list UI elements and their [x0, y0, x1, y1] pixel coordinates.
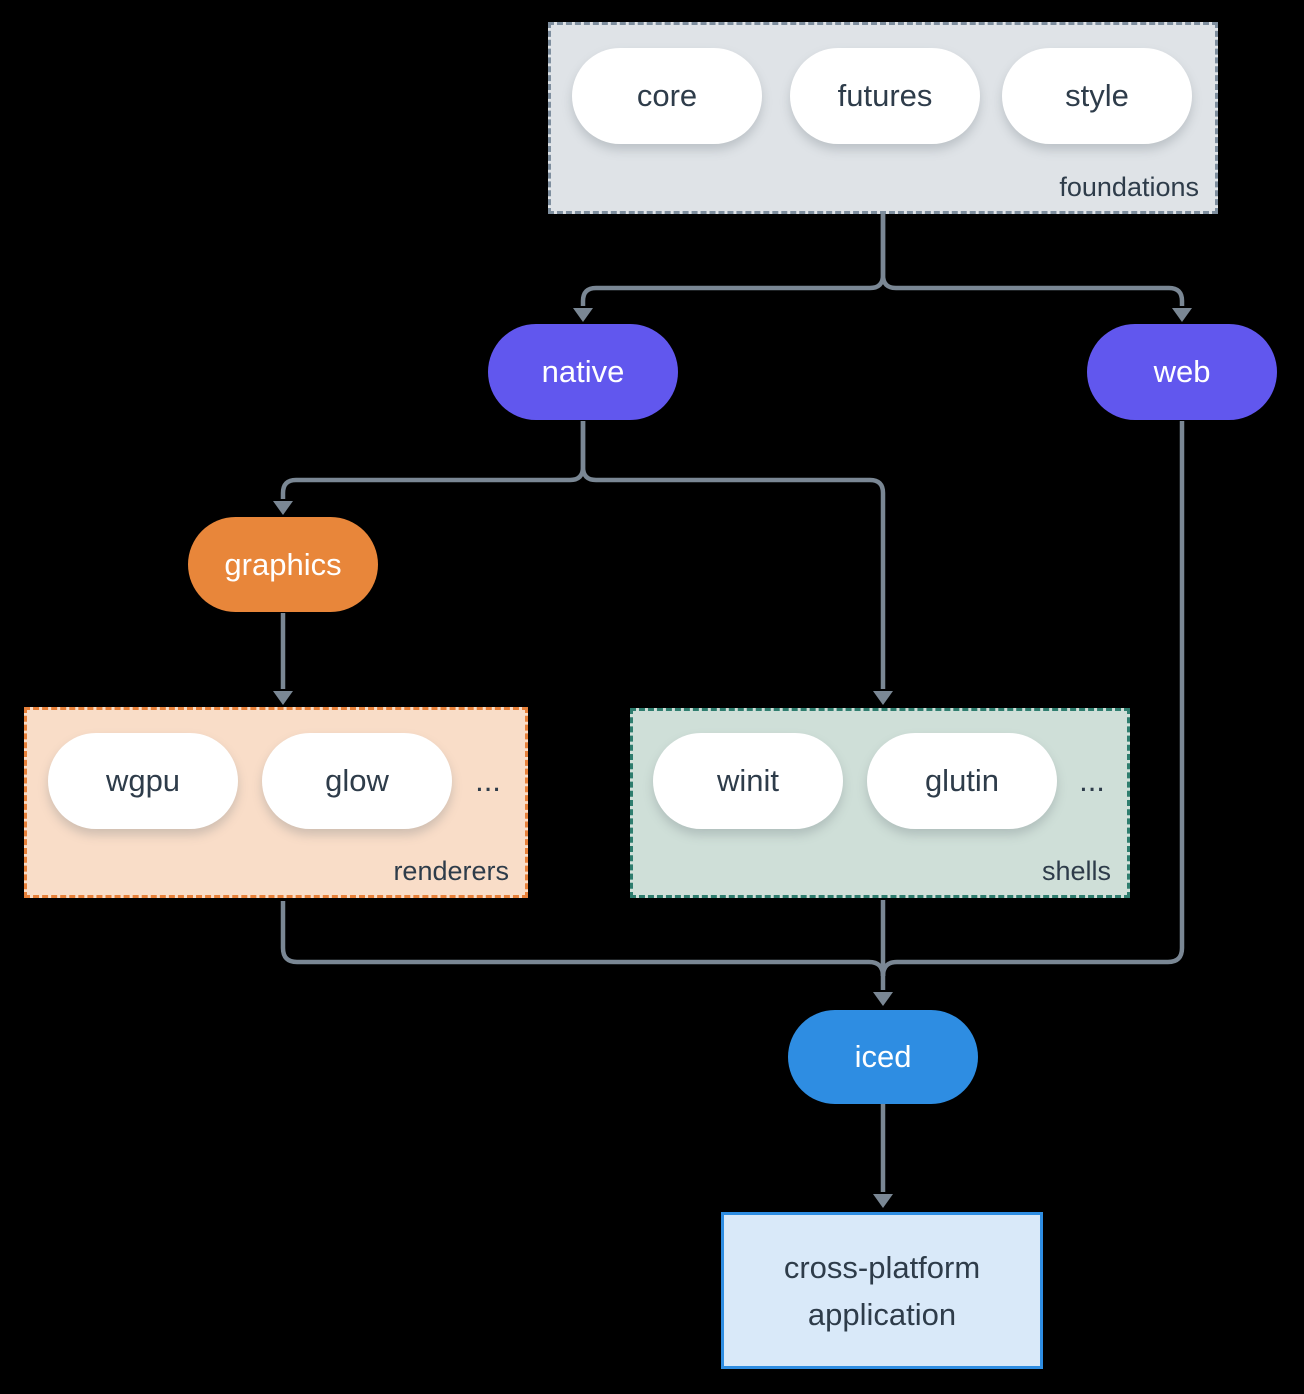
renderers-group-box: wgpu glow ... renderers [24, 707, 528, 898]
arrowhead-shells [873, 691, 893, 705]
renderers-group-label: renderers [393, 856, 509, 886]
node-web: web [1087, 324, 1277, 420]
pill-winit-label: winit [716, 763, 779, 798]
pill-style: style [1002, 48, 1192, 144]
foundations-group-box: core futures style foundations [548, 22, 1218, 214]
pill-glow: glow [262, 733, 452, 829]
application-label-line1: cross-platform [783, 1249, 981, 1285]
foundations-group-label: foundations [1059, 172, 1199, 202]
edge-foundations-native [580, 214, 886, 306]
edge-renderers-iced [280, 901, 886, 977]
pill-wgpu: wgpu [48, 733, 238, 829]
arrowhead-iced [873, 992, 893, 1006]
pill-futures-label: futures [837, 78, 933, 113]
application-box: cross-platform application [721, 1212, 1043, 1369]
arrowhead-graphics [273, 501, 293, 515]
edge-foundations-web [880, 214, 1185, 306]
arrowhead-renderers [273, 691, 293, 705]
pill-core-label: core [636, 78, 698, 113]
pill-core: core [572, 48, 762, 144]
shells-ellipsis: ... [1079, 763, 1105, 798]
node-graphics: graphics [188, 517, 378, 612]
pill-glutin: glutin [867, 733, 1057, 829]
arrowhead-application [873, 1194, 893, 1208]
renderers-ellipsis: ... [475, 763, 501, 798]
arrowhead-native [573, 308, 593, 322]
node-native-label: native [541, 354, 625, 389]
application-label-line2: application [807, 1296, 957, 1332]
pill-futures: futures [790, 48, 980, 144]
arrowhead-web [1172, 308, 1192, 322]
edge-native-shells [580, 421, 886, 689]
shells-group-box: winit glutin ... shells [630, 708, 1130, 898]
node-graphics-label: graphics [224, 546, 342, 582]
pill-glutin-label: glutin [924, 763, 1000, 798]
shells-group-label: shells [1041, 856, 1111, 886]
pill-style-label: style [1065, 78, 1129, 113]
node-iced: iced [788, 1010, 978, 1104]
node-iced-label: iced [854, 1039, 912, 1074]
node-native: native [488, 324, 678, 420]
node-web-label: web [1153, 354, 1211, 389]
pill-glow-label: glow [325, 763, 389, 798]
edge-native-graphics [280, 421, 586, 499]
pill-wgpu-label: wgpu [105, 763, 181, 798]
pill-winit: winit [653, 733, 843, 829]
